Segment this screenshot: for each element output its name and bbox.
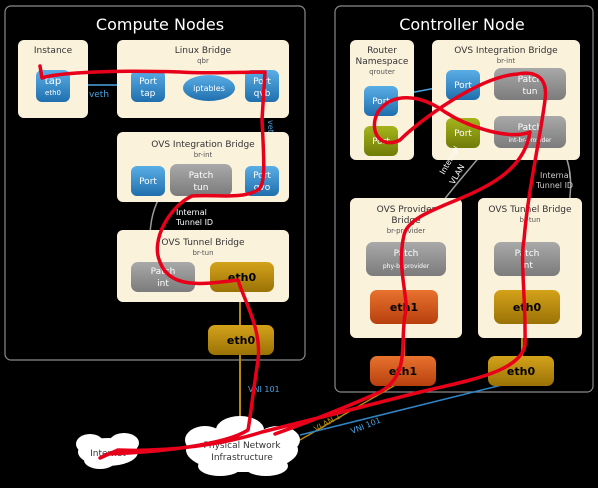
controller-ovs-tun-eth0-label: eth0 xyxy=(513,301,542,314)
compute-vni-label: VNI 101 xyxy=(248,385,280,394)
controller-tun-patch-label-1: Patch xyxy=(515,249,540,259)
compute-ovs-tun-subtitle: br-tun xyxy=(192,249,213,257)
instance-title: Instance xyxy=(34,46,73,56)
compute-ovs-tun-patch-int xyxy=(131,262,195,292)
compute-ovs-int-patch-tun xyxy=(170,164,232,196)
controller-ovs-tun-eth0 xyxy=(494,290,560,324)
controller-ovs-int-title: OVS Integration Bridge xyxy=(454,46,558,56)
router-port-top xyxy=(364,86,398,116)
compute-internal-label: Internal xyxy=(176,208,207,217)
compute-eth0-label: eth0 xyxy=(227,334,256,347)
veth-vertical-label: veth xyxy=(266,120,275,138)
controller-ovs-int-subtitle: br-int xyxy=(497,57,516,65)
controller-internal-label: Internal xyxy=(540,171,571,180)
ovs-provider-patch xyxy=(366,242,446,276)
iptables-label: iptables xyxy=(193,84,225,93)
router-ns-title-2: Namespace xyxy=(356,57,409,67)
controller-ovs-tun-patch-int xyxy=(494,242,560,276)
controller-eth1-label: eth1 xyxy=(389,365,417,378)
controller-patch-tun-label-2: tun xyxy=(523,87,538,97)
linux-bridge-port-qvb xyxy=(245,70,279,102)
port-qvb-label-1: Port xyxy=(253,77,271,87)
ovs-provider-eth1 xyxy=(370,290,438,324)
controller-eth1-nic xyxy=(370,356,436,386)
compute-patch-int-label-1: Patch xyxy=(151,267,176,277)
linux-bridge-title: Linux Bridge xyxy=(175,46,232,56)
controller-tun-patch-label-2: int xyxy=(521,261,533,271)
compute-ovs-tun-title: OVS Tunnel Bridge xyxy=(161,238,245,248)
port-tap-label-1: Port xyxy=(139,77,157,87)
ovs-provider-patch-label-1: Patch xyxy=(394,249,419,259)
router-ns-subtitle: qrouter xyxy=(369,68,395,76)
physical-network-label-2: Infrastructure xyxy=(211,453,273,463)
router-port-top-label: Port xyxy=(372,97,390,107)
ovs-provider-patch-label-2: phy-br-provider xyxy=(383,263,430,270)
internet-cloud xyxy=(76,433,139,469)
ovs-provider-eth1-label: eth1 xyxy=(390,301,418,314)
compute-ovs-tun-eth0 xyxy=(210,262,274,292)
compute-tunnel-id-label: Tunnel ID xyxy=(175,218,213,227)
linux-bridge-subtitle: qbr xyxy=(197,57,209,65)
compute-ovs-int-subtitle: br-int xyxy=(194,151,213,159)
port-qvo-label-2: qvo xyxy=(254,183,271,193)
ovs-provider-title-2: Bridge xyxy=(391,216,421,226)
physical-network-label-1: Physical Network xyxy=(203,441,281,451)
controller-tunnel-id-label: Tunnel ID xyxy=(535,181,573,190)
veth-label: veth xyxy=(89,90,109,100)
compute-nodes-title: Compute Nodes xyxy=(96,15,224,34)
controller-eth0-label: eth0 xyxy=(507,365,536,378)
ovs-provider-title-1: OVS Provider xyxy=(377,205,436,215)
port-tap-label-2: tap xyxy=(141,89,156,99)
controller-port-bottom-label: Port xyxy=(454,129,472,139)
controller-patch-provider-label-1: Patch xyxy=(518,123,543,133)
compute-ovs-int-port xyxy=(131,166,165,196)
compute-ovs-int-title: OVS Integration Bridge xyxy=(151,140,255,150)
controller-patch-provider-label-2: int-br-provider xyxy=(508,137,552,144)
controller-node-title: Controller Node xyxy=(399,15,525,34)
compute-patch-int-label-2: int xyxy=(157,279,169,289)
controller-ovs-tun-title: OVS Tunnel Bridge xyxy=(488,205,572,215)
router-ns-title-1: Router xyxy=(367,46,397,56)
compute-ovs-int-port-label: Port xyxy=(139,177,157,187)
controller-port-top-label: Port xyxy=(454,81,472,91)
traffic-flow-path xyxy=(38,64,548,460)
controller-ovs-int-port-top xyxy=(446,70,480,100)
iptables-cloud xyxy=(183,75,235,101)
compute-patch-tun-label-2: tun xyxy=(194,183,209,193)
controller-ovs-tun-subtitle: br-tun xyxy=(519,216,540,224)
instance-tap-sub: eth0 xyxy=(45,89,61,97)
instance-tap-label: tap xyxy=(45,76,61,87)
controller-eth0-nic xyxy=(488,356,554,386)
linux-bridge-port-tap xyxy=(131,70,165,102)
controller-patch-tun-label-1: Patch xyxy=(518,75,543,85)
compute-patch-tun-label-1: Patch xyxy=(189,171,214,181)
